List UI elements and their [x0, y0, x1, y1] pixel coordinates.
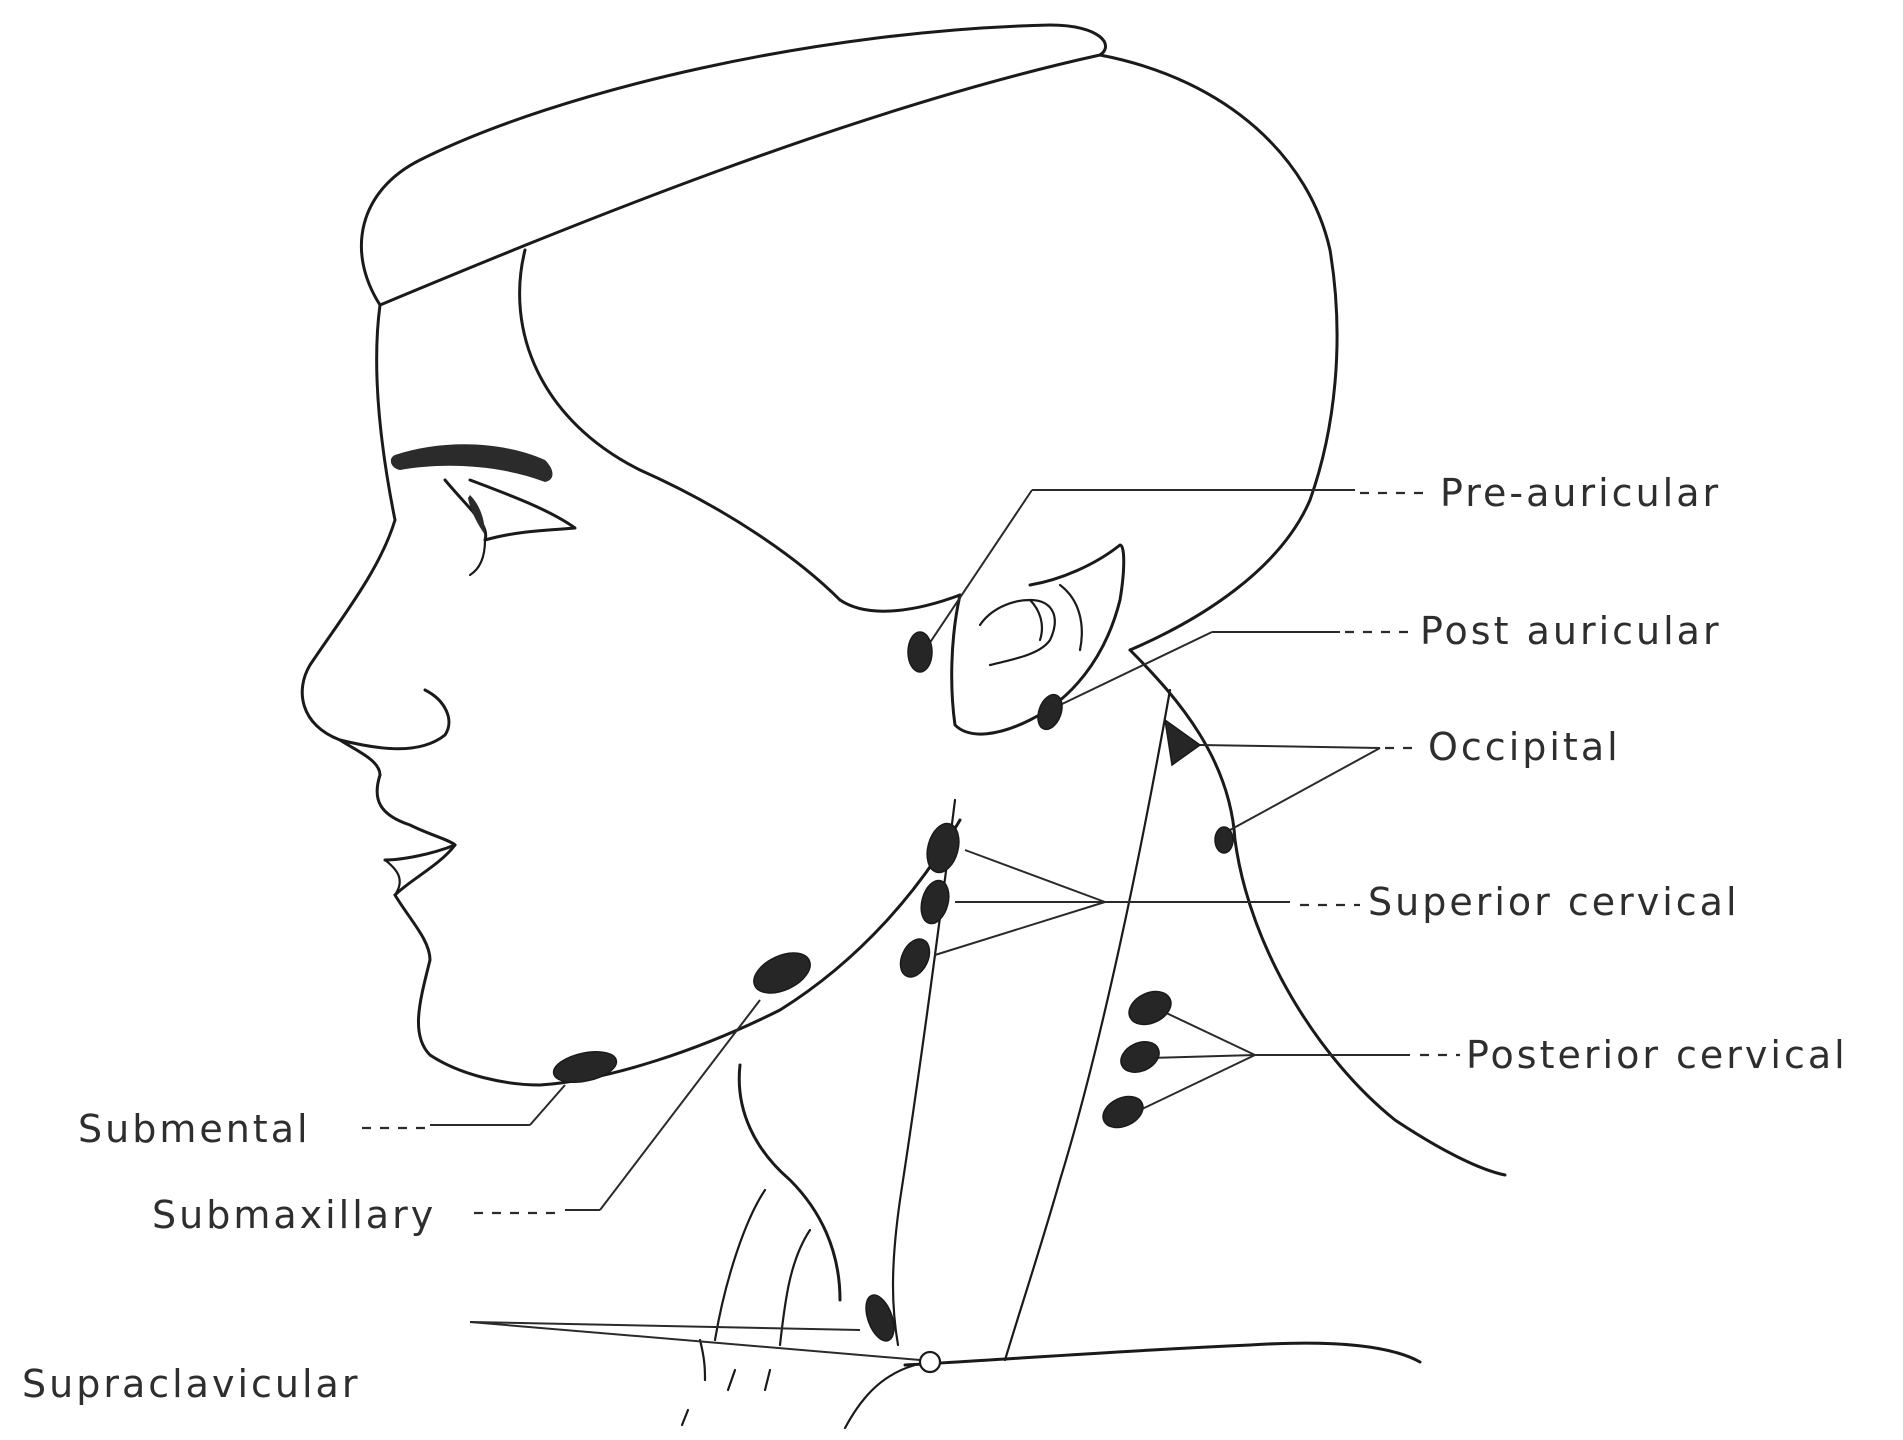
submental-node: [551, 1047, 619, 1088]
eyebrow: [391, 444, 553, 482]
label-supraclavicular: Supraclavicular: [22, 1365, 360, 1403]
label-pre-auricular: Pre-auricular: [1440, 474, 1721, 512]
pre-auricular-node: [908, 632, 932, 672]
iris: [468, 495, 485, 535]
head-outline: [302, 25, 1505, 1428]
label-posterior-cervical: Posterior cervical: [1466, 1036, 1848, 1074]
posterior-cervical-node-3: [1098, 1090, 1148, 1133]
label-superior-cervical: Superior cervical: [1368, 883, 1740, 921]
eye: [391, 444, 575, 575]
superior-cervical-node-3: [895, 934, 935, 981]
superior-cervical-node-2: [917, 877, 954, 926]
occipital-node-lower: [1215, 827, 1233, 853]
label-post-auricular: Post auricular: [1420, 612, 1722, 650]
supraclavicular-node-small: [920, 1352, 940, 1372]
label-occipital: Occipital: [1428, 728, 1621, 766]
label-submental: Submental: [78, 1110, 311, 1148]
lymph-nodes: [551, 632, 1233, 1372]
posterior-cervical-node-1: [1124, 985, 1177, 1031]
posterior-cervical-node-2: [1116, 1036, 1164, 1078]
leader-lines: [360, 490, 1460, 1360]
label-submaxillary: Submaxillary: [152, 1196, 436, 1234]
